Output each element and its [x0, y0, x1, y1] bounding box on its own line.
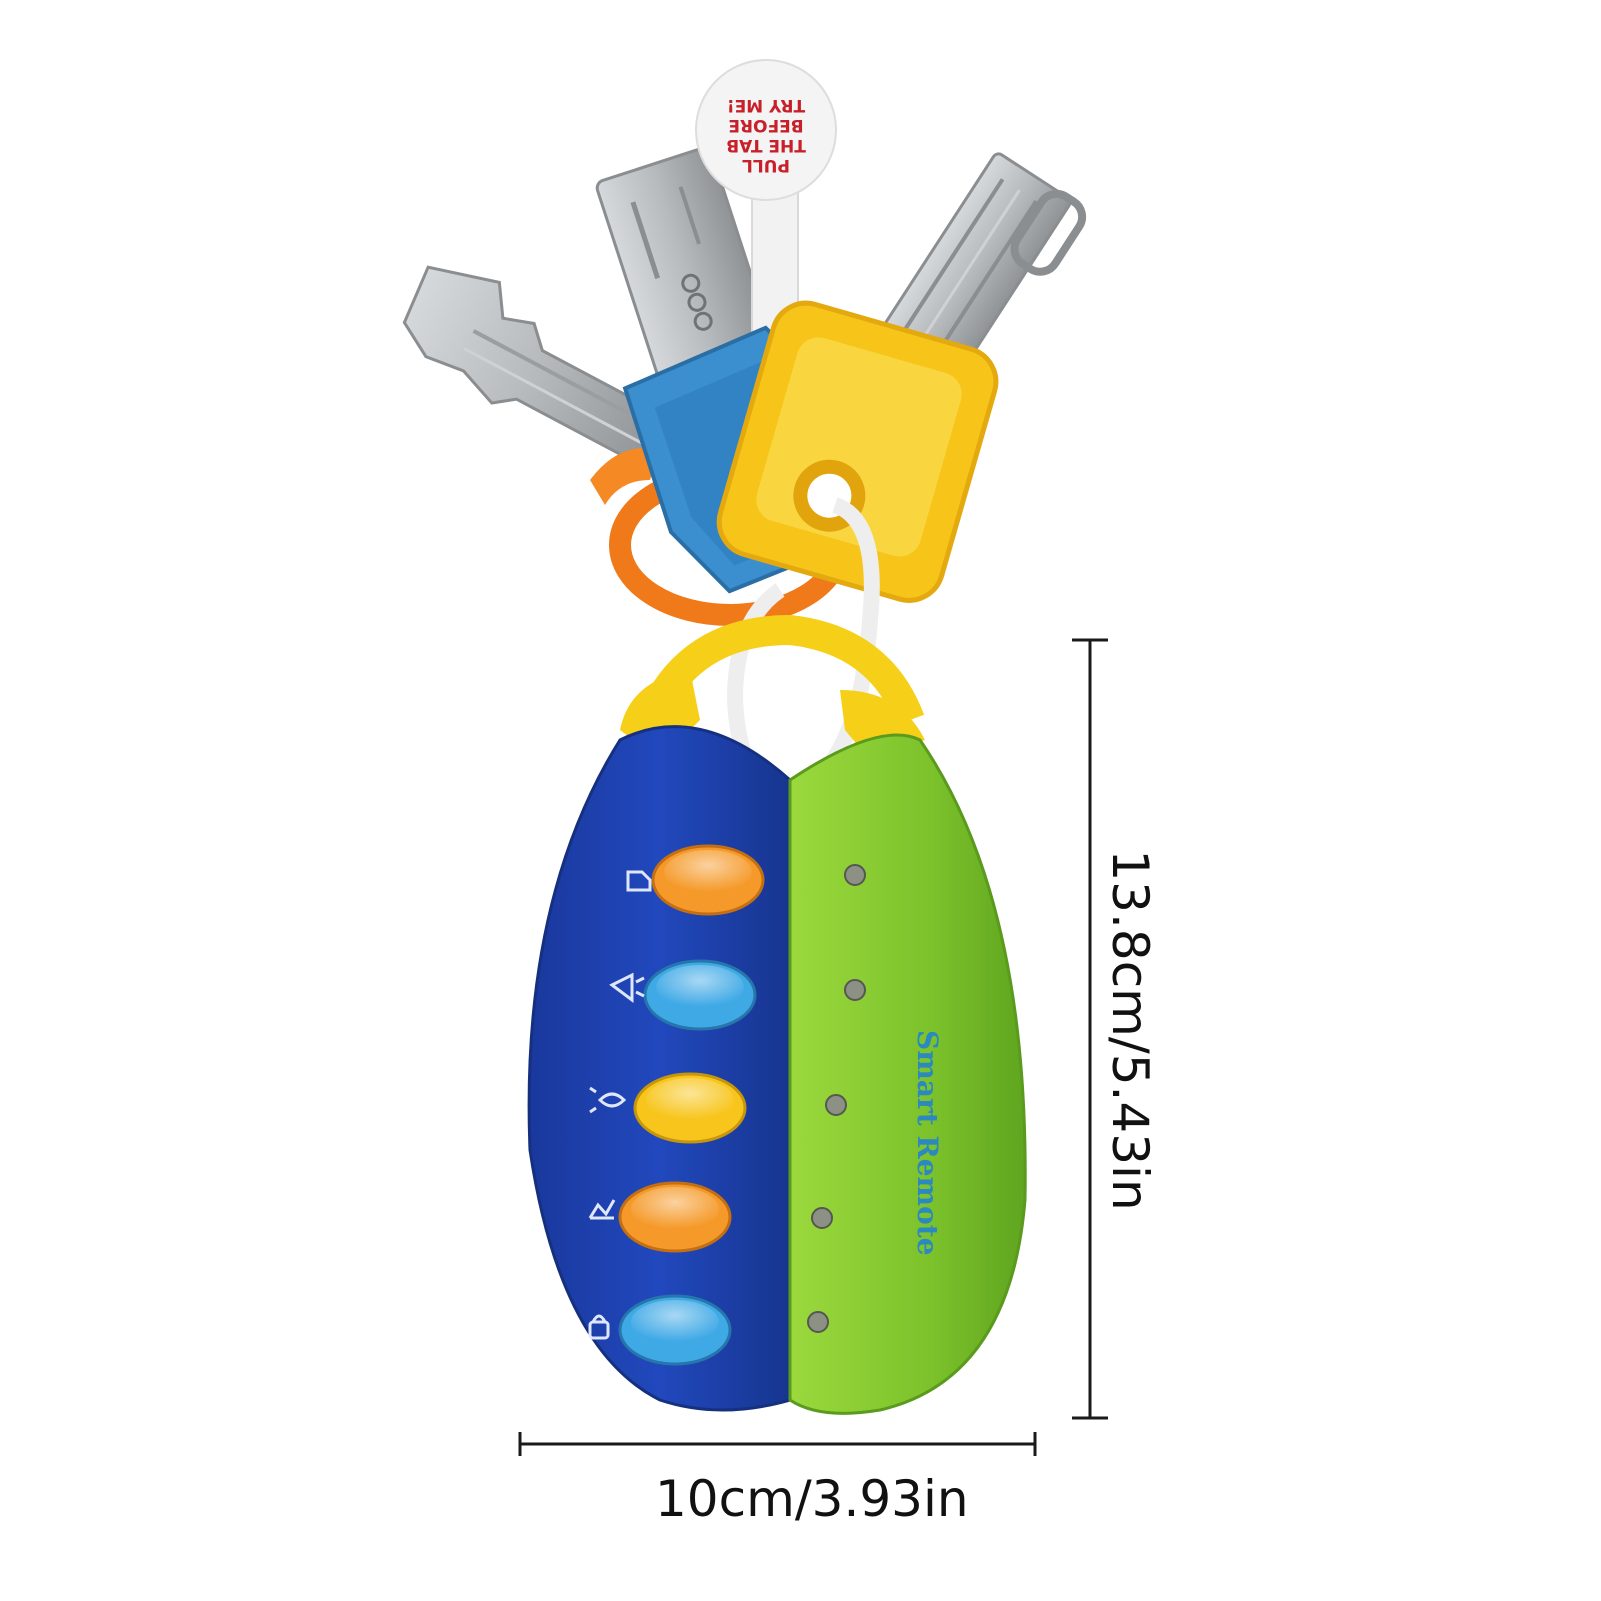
width-measurement-label: 10cm/3.93in [655, 1470, 969, 1528]
rivet [811, 1207, 833, 1229]
height-dimension-line [1072, 638, 1108, 1420]
width-dimension-line [518, 1432, 1037, 1456]
horn-icon [609, 972, 645, 1003]
yellow-key-head [716, 300, 999, 603]
rivet [825, 1094, 847, 1116]
left-metal-key [402, 265, 677, 472]
remote-button-2[interactable] [643, 959, 757, 1031]
remote-button-5[interactable] [618, 1294, 732, 1366]
light-icon [589, 1086, 627, 1114]
pull-tab-line: TRY ME! [727, 95, 805, 115]
pull-tab-line: THE TAB [726, 135, 806, 155]
lock-icon [588, 1314, 610, 1340]
remote-button-1[interactable] [651, 844, 765, 916]
pull-tab-line: PULL [742, 155, 790, 175]
rivet [844, 979, 866, 1001]
remote-button-3[interactable] [633, 1072, 747, 1144]
rivet [807, 1311, 829, 1333]
brand-text: Smart Remote [911, 1030, 944, 1256]
remote-fob: Smart Remote [527, 614, 1027, 1415]
height-measurement-label: 13.8cm/5.43in [1101, 849, 1159, 1211]
music-icon [588, 1199, 616, 1220]
rivet [844, 864, 866, 886]
pull-tab-line: BEFORE [728, 115, 803, 135]
car-door-icon [626, 870, 652, 892]
remote-button-4[interactable] [618, 1181, 732, 1253]
